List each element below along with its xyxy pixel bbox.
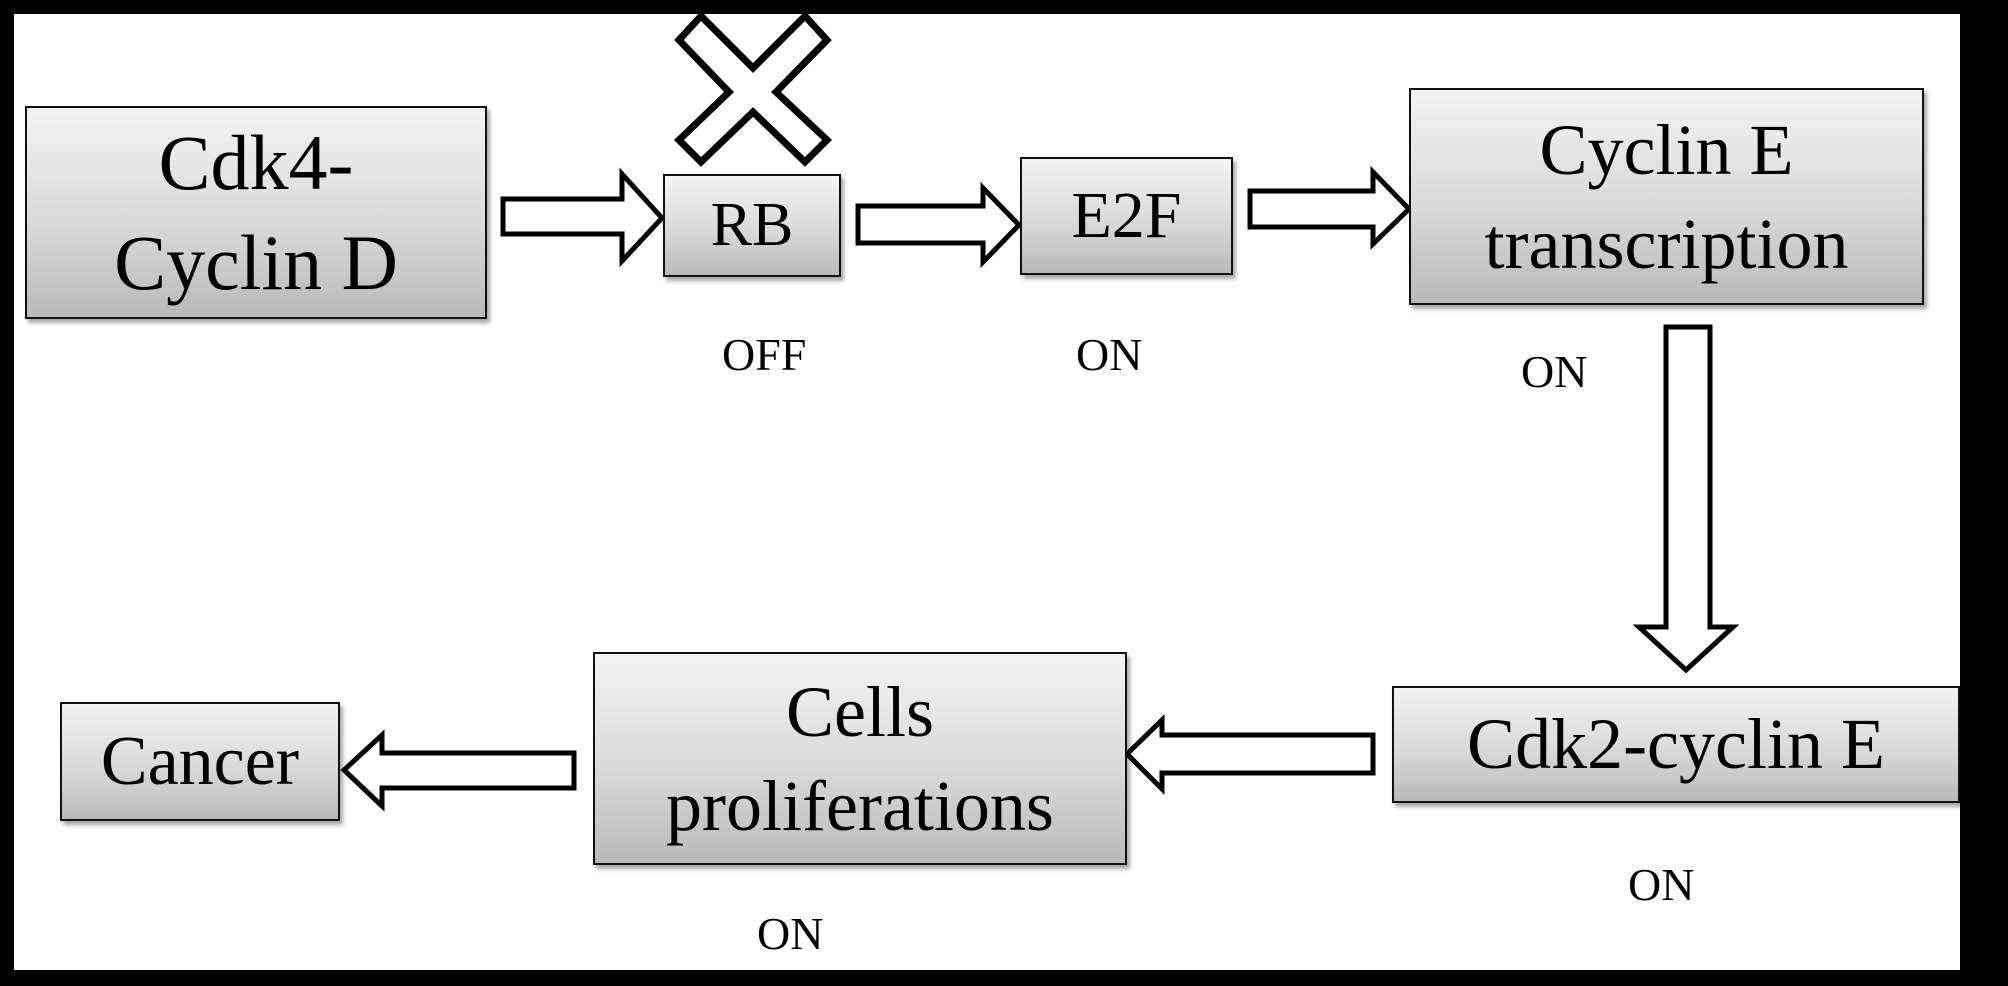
x-mark-icon xyxy=(673,10,833,167)
arrow-e2f-to-cyclin-e xyxy=(1247,165,1413,250)
node-cdk4-cyclin-d: Cdk4- Cyclin D xyxy=(25,106,487,319)
node-e2f: E2F xyxy=(1020,157,1233,275)
node-cancer: Cancer xyxy=(60,702,340,821)
node-rb: RB xyxy=(663,174,841,277)
state-e2f: ON xyxy=(1076,329,1143,380)
state-cells-proliferations: ON xyxy=(757,908,824,959)
arrow-cdk4-to-rb xyxy=(500,167,666,268)
node-cdk2-cyclin-e: Cdk2-cyclin E xyxy=(1392,686,1960,803)
state-rb: OFF xyxy=(722,329,807,380)
arrow-rb-to-e2f xyxy=(855,181,1023,269)
node-cells-proliferations: Cells proliferations xyxy=(593,652,1127,865)
state-cyclin-e-transcription: ON xyxy=(1521,346,1588,397)
arrow-cells-to-cancer xyxy=(340,729,577,812)
arrow-cdk2-to-cells xyxy=(1123,714,1376,796)
state-cdk2-cyclin-e: ON xyxy=(1628,859,1695,910)
node-cyclin-e-transcription: Cyclin E transcription xyxy=(1409,88,1924,305)
arrow-cyclin-e-to-cdk2 xyxy=(1632,324,1740,674)
